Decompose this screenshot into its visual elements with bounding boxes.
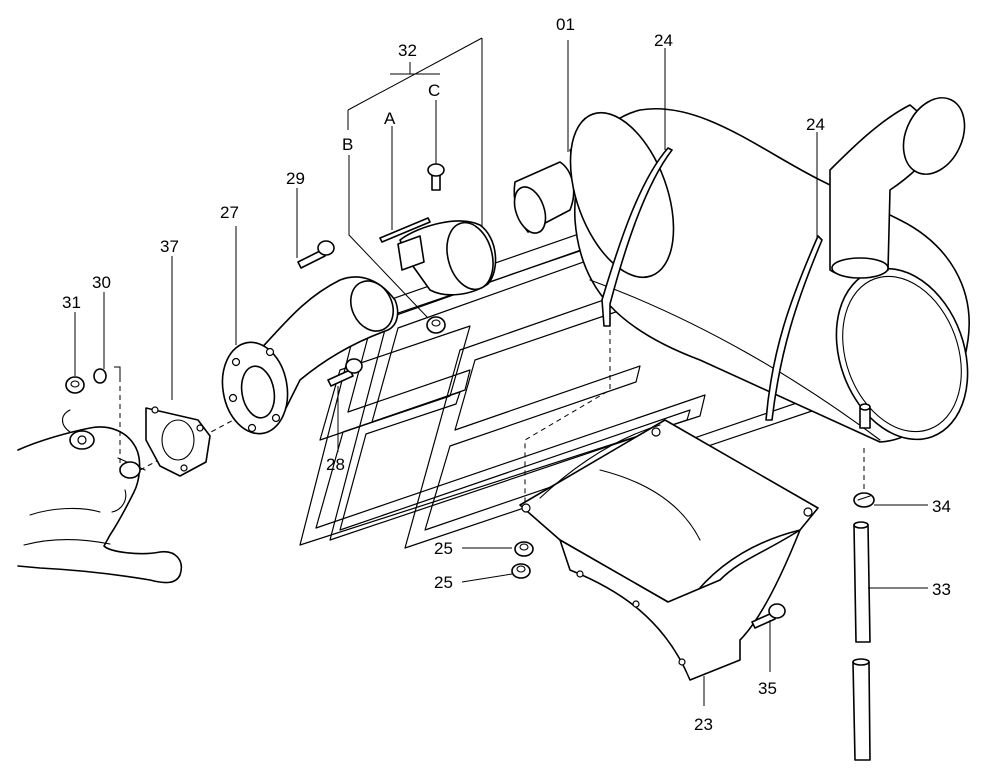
- callout-28: 28: [326, 455, 345, 474]
- callout-01: 01: [556, 15, 575, 34]
- callout-35: 35: [758, 679, 777, 698]
- callout-24-right: 24: [806, 115, 825, 134]
- part-37-gasket: [145, 256, 211, 477]
- callout-23: 23: [694, 715, 713, 734]
- part-34-clip: [853, 448, 928, 508]
- part-24-straps: [524, 48, 823, 505]
- callout-labels: 01 24 24 32 C A B 29 27 37 30 31 28 25 2…: [62, 15, 951, 734]
- part-33-tube: [852, 521, 928, 761]
- engine-turbo-housing: [17, 368, 281, 584]
- part-35-bolt: [751, 603, 786, 672]
- part-29-bolt: [296, 188, 335, 269]
- callout-30: 30: [92, 273, 111, 292]
- part-27-elbow-pipe: [221, 226, 399, 435]
- callout-37: 37: [160, 237, 179, 256]
- part-25-nuts: [461, 541, 534, 583]
- callout-27: 27: [220, 203, 239, 222]
- part-01-muffler: [513, 40, 970, 443]
- callout-25-upper: 25: [434, 539, 453, 558]
- callout-24-left: 24: [654, 31, 673, 50]
- callout-34: 34: [932, 497, 951, 516]
- callout-33: 33: [932, 580, 951, 599]
- callout-B: B: [342, 135, 353, 154]
- callout-31: 31: [62, 293, 81, 312]
- callout-29: 29: [286, 169, 305, 188]
- part-23-bracket: [519, 419, 819, 706]
- callout-32: 32: [398, 41, 417, 60]
- part-28-bolt: [327, 358, 363, 452]
- callout-C: C: [428, 81, 440, 100]
- callout-25-lower: 25: [434, 573, 453, 592]
- callout-A: A: [384, 109, 396, 128]
- part-32-clamp-set: [347, 37, 497, 334]
- part-31-nut: [65, 312, 85, 394]
- part-30-washer: [93, 292, 121, 384]
